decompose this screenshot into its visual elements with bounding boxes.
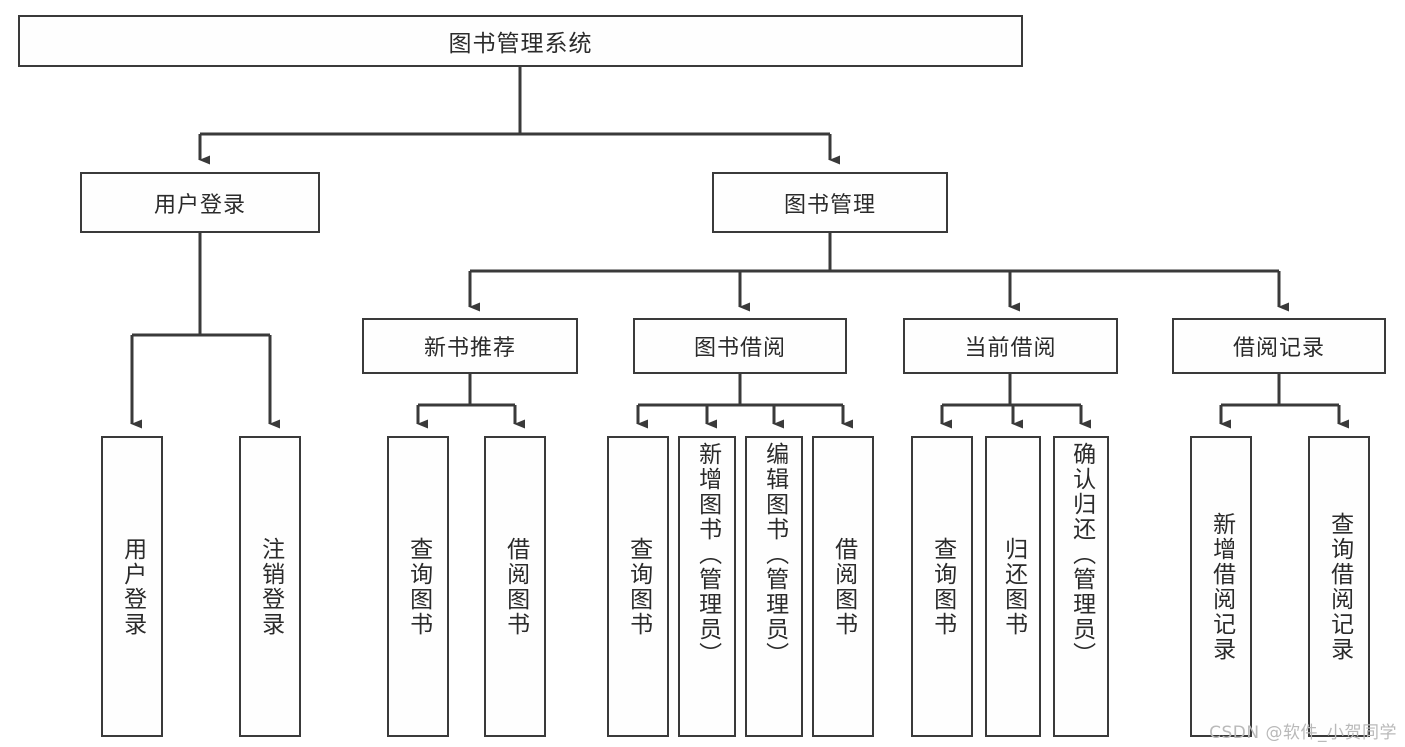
leaf-borrow-book[interactable]: 借阅图书 [812, 436, 874, 737]
node-label: 新增图书（管理员） [694, 442, 721, 667]
leaf-borrow-book-recommend[interactable]: 借阅图书 [484, 436, 546, 737]
node-label: 新增借阅记录 [1208, 511, 1235, 662]
node-label: 查询图书 [625, 536, 652, 637]
node-book-manage[interactable]: 图书管理 [712, 172, 948, 233]
node-label: 图书管理 [783, 192, 876, 218]
node-label: 新书推荐 [423, 336, 516, 361]
node-book-borrow[interactable]: 图书借阅 [633, 318, 847, 374]
leaf-query-book-recommend[interactable]: 查询图书 [387, 436, 449, 737]
node-label: 借阅图书 [830, 536, 857, 637]
node-label: 当前借阅 [964, 336, 1057, 361]
node-label: 归还图书 [1000, 536, 1027, 637]
leaf-add-borrow-record[interactable]: 新增借阅记录 [1190, 436, 1252, 737]
node-label: 查询图书 [929, 536, 956, 637]
leaf-return-book[interactable]: 归还图书 [985, 436, 1041, 737]
node-label: 查询图书 [405, 536, 432, 637]
leaf-logout-login[interactable]: 注销登录 [239, 436, 301, 737]
node-label: 查询借阅记录 [1326, 511, 1353, 662]
node-current-borrow[interactable]: 当前借阅 [903, 318, 1118, 374]
csdn-watermark: CSDN @软件_小贺同学 [1209, 723, 1397, 743]
node-label: 用户登录 [119, 536, 146, 637]
leaf-edit-book-admin[interactable]: 编辑图书（管理员） [745, 436, 803, 737]
node-new-book-recommend[interactable]: 新书推荐 [362, 318, 578, 374]
node-label: 编辑图书（管理员） [761, 442, 788, 667]
node-label: 注销登录 [257, 536, 284, 637]
node-label: 用户登录 [153, 192, 246, 218]
leaf-query-book-current[interactable]: 查询图书 [911, 436, 973, 737]
node-label: 图书借阅 [693, 336, 786, 361]
node-label: 图书管理系统 [448, 31, 593, 57]
leaf-query-borrow-record[interactable]: 查询借阅记录 [1308, 436, 1370, 737]
node-borrow-record[interactable]: 借阅记录 [1172, 318, 1386, 374]
node-root-system[interactable]: 图书管理系统 [18, 15, 1023, 67]
leaf-add-book-admin[interactable]: 新增图书（管理员） [678, 436, 736, 737]
node-label: 借阅记录 [1232, 336, 1325, 361]
leaf-user-login[interactable]: 用户登录 [101, 436, 163, 737]
node-label: 借阅图书 [502, 536, 529, 637]
leaf-query-book-borrow[interactable]: 查询图书 [607, 436, 669, 737]
leaf-confirm-return-admin[interactable]: 确认归还（管理员） [1053, 436, 1109, 737]
node-user-login[interactable]: 用户登录 [80, 172, 320, 233]
node-label: 确认归还（管理员） [1068, 442, 1095, 667]
